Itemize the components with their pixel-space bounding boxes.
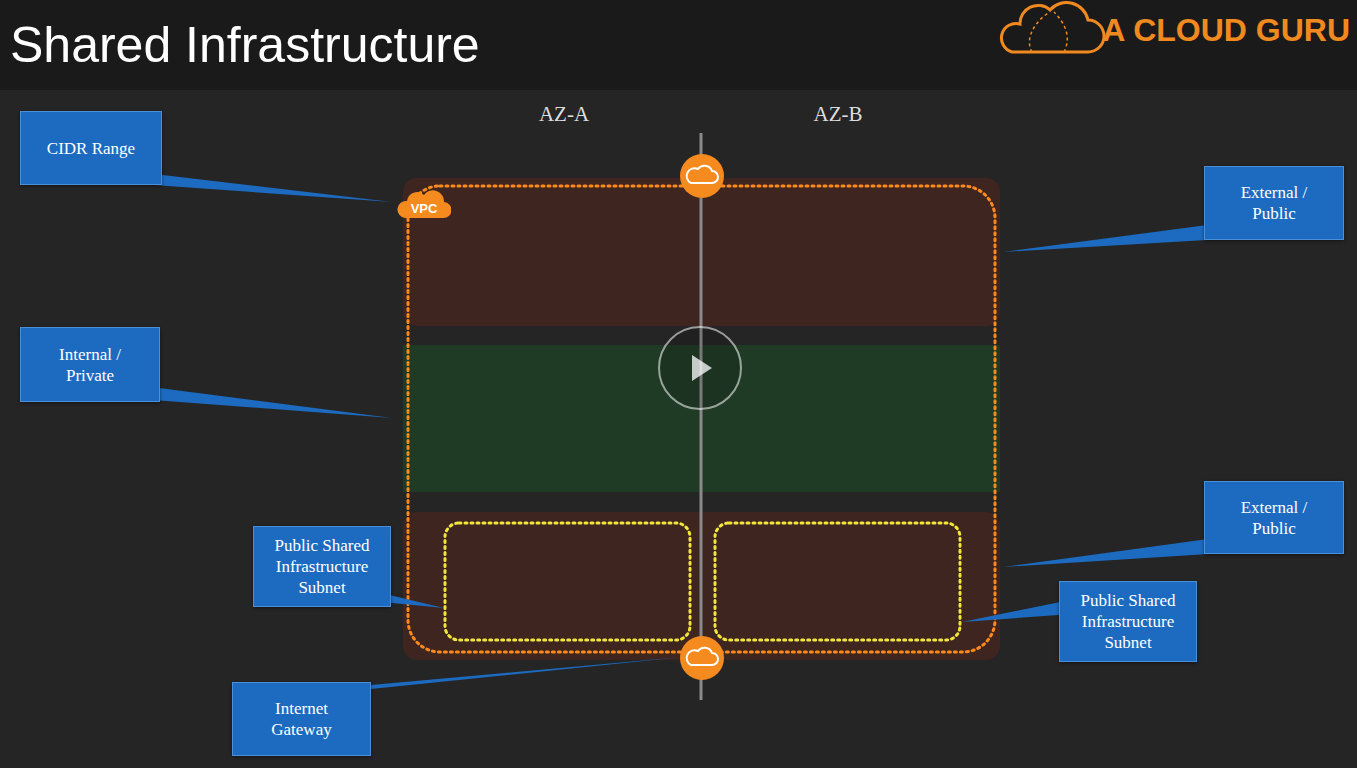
- video-top-bar: [0, 0, 1357, 90]
- callout-box: CIDR Range: [20, 111, 162, 185]
- callout-text: External / Public: [1226, 497, 1322, 539]
- slide-title: Shared Infrastructure: [10, 16, 480, 74]
- gateway-icon: [680, 154, 724, 198]
- play-button: [659, 327, 741, 409]
- az-label: AZ-B: [814, 102, 863, 127]
- callout-text: Internal / Private: [42, 344, 138, 386]
- gateway-icon: [680, 636, 724, 680]
- callout-text: Public Shared Infrastructure Subnet: [1067, 590, 1189, 653]
- vpc-label: VPC: [397, 202, 451, 216]
- callout-box: Internet Gateway: [232, 682, 371, 756]
- az-divider: [700, 133, 703, 700]
- callout-box: Public Shared Infrastructure Subnet: [1059, 581, 1197, 662]
- callout-box: External / Public: [1204, 166, 1344, 240]
- subnet-outline: [445, 523, 690, 640]
- vpc-badge: VPC: [397, 188, 451, 220]
- callout-box: Public Shared Infrastructure Subnet: [253, 526, 391, 607]
- az-label: AZ-A: [539, 102, 589, 127]
- callout-text: External / Public: [1226, 182, 1322, 224]
- callout-text: Internet Gateway: [254, 698, 350, 740]
- background: [0, 90, 1357, 768]
- subnet-outline: [715, 523, 960, 640]
- callout-box: External / Public: [1204, 481, 1344, 554]
- callout-text: CIDR Range: [47, 138, 135, 159]
- brand-logo-text: A CLOUD GURU: [1102, 12, 1350, 49]
- logo-cloud: [1001, 3, 1104, 52]
- callout-text: Public Shared Infrastructure Subnet: [261, 535, 383, 598]
- callout-tails: [120, 170, 1240, 694]
- callout-box: Internal / Private: [20, 327, 160, 402]
